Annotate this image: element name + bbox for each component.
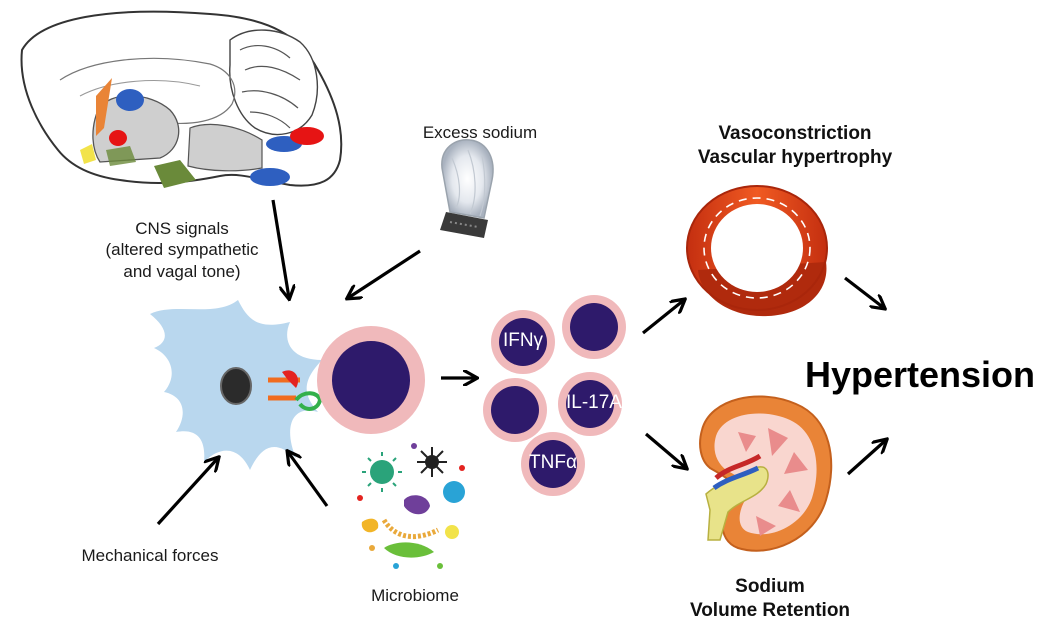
hypertension-label: Hypertension [804, 354, 1036, 395]
mechanical-forces-label: Mechanical forces [81, 546, 219, 565]
kidney-effects-label: Sodium Volume Retention [670, 575, 870, 623]
il-17a-label: IL-17A [566, 392, 622, 413]
microbiome-icon [344, 442, 480, 578]
brain-icon [20, 10, 343, 188]
salt-shaker-icon [440, 139, 494, 238]
dendritic-cell-icon [150, 300, 323, 470]
ifn-gamma-label: IFNγ [502, 330, 544, 351]
vascular-hypertrophy-label: Vascular hypertrophy [697, 146, 893, 168]
vasoconstriction-label: Vasoconstriction [718, 123, 872, 144]
arrow-artery-to-hypertension [844, 276, 884, 308]
arrow-tcells-to-kidney [644, 432, 686, 468]
artery-ring-icon [686, 185, 828, 317]
t-cell-cluster [483, 295, 626, 496]
cns-signals-label: CNS signals (altered sympathetic and vag… [78, 218, 286, 282]
tnf-alpha-label: TNFα [529, 452, 577, 473]
volume-retention-label: Volume Retention [689, 599, 851, 621]
arrow-kidney-to-hypertension [846, 440, 886, 476]
cns-signals-line-2: (altered sympathetic [105, 240, 259, 260]
kidney-icon [699, 395, 833, 552]
excess-sodium-label: Excess sodium [422, 123, 538, 142]
artery-effects-label: Vasoconstriction Vascular hypertrophy [680, 122, 910, 170]
arrow-microbiome-to-dc [288, 452, 329, 507]
cns-signals-line-1: CNS signals [135, 219, 229, 238]
t-cell-icon [317, 326, 425, 434]
sodium-label: Sodium [735, 576, 805, 597]
cns-signals-line-3: and vagal tone) [123, 261, 241, 281]
arrow-mechanical-to-dc [156, 458, 218, 526]
arrows [156, 199, 886, 526]
arrow-cns-to-dc [271, 199, 289, 298]
arrow-tcells-to-artery [641, 300, 684, 335]
arrow-sodium-to-dc [348, 249, 421, 298]
microbiome-label: Microbiome [371, 586, 459, 605]
